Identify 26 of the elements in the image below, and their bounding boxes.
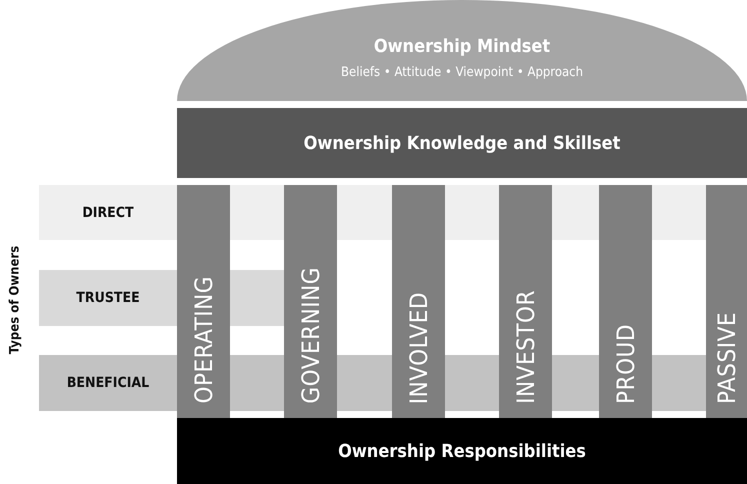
pillar-label: INVESTOR (512, 290, 540, 404)
pillar (392, 185, 445, 418)
pillar (284, 185, 337, 418)
pillar (599, 185, 652, 418)
pillar (177, 185, 230, 418)
row-label: TRUSTEE (75, 290, 141, 306)
pillar-label: PASSIVE (712, 312, 740, 404)
heading: Ownership Responsibilities (338, 440, 586, 462)
pillar (499, 185, 552, 418)
axis-title: Types of Owners (8, 246, 22, 354)
owner-type-band (39, 185, 177, 240)
pillar-label: OPERATING (190, 276, 218, 404)
pillar-label: GOVERNING (296, 267, 324, 404)
row-label: BENEFICIAL (66, 375, 150, 391)
heading: Ownership Knowledge and Skillset (304, 132, 620, 154)
owner-type-band (39, 355, 177, 411)
pillar (706, 185, 747, 418)
foundation-bar (177, 418, 747, 484)
pillar-label: PROUD (612, 324, 640, 404)
pillar-label: INVOLVED (404, 292, 432, 404)
heading: Ownership Mindset (374, 36, 550, 56)
dome-shape (177, 0, 747, 101)
subheading: Beliefs • Attitude • Viewpoint • Approach (340, 64, 583, 80)
owner-type-band (39, 270, 177, 326)
skillset-bar (177, 108, 747, 178)
row-label: DIRECT (81, 204, 135, 220)
